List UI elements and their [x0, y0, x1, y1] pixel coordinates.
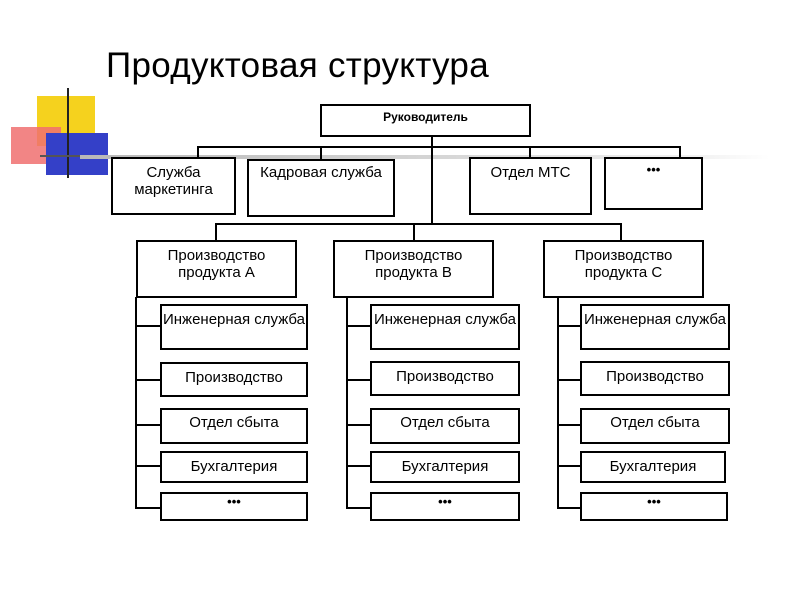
page-title: Продуктовая структура: [106, 46, 489, 85]
unit-sales-b: Отдел сбыта: [370, 408, 520, 444]
product-box-c: Производство продукта C: [543, 240, 704, 298]
title-rule: [80, 155, 770, 159]
product-box-b: Производство продукта B: [333, 240, 494, 298]
unit-label: Производство: [606, 368, 704, 385]
more-dots: •••: [227, 494, 241, 509]
unit-more-c: •••: [580, 492, 728, 521]
unit-engineering-a: Инженерная служба: [160, 304, 308, 350]
deco-vertical-line: [67, 88, 69, 178]
unit-label: Производство: [185, 369, 283, 386]
unit-label: Бухгалтерия: [190, 458, 278, 475]
unit-label: Производство: [396, 368, 494, 385]
unit-accounting-b: Бухгалтерия: [370, 451, 520, 483]
product-box-a: Производство продукта A: [136, 240, 297, 298]
root-box: Руководитель: [320, 104, 531, 137]
product-label: Производство продукта A: [167, 247, 266, 281]
department-label: Кадровая служба: [260, 164, 382, 181]
department-box-mts: Отдел МТС: [469, 157, 592, 215]
unit-sales-a: Отдел сбыта: [160, 408, 308, 444]
unit-sales-c: Отдел сбыта: [580, 408, 730, 444]
unit-production-b: Производство: [370, 361, 520, 396]
unit-more-b: •••: [370, 492, 520, 521]
unit-production-a: Производство: [160, 362, 308, 397]
unit-label: Отдел сбыта: [400, 414, 490, 431]
product-label: Производство продукта B: [364, 247, 463, 281]
product-label: Производство продукта C: [574, 247, 673, 281]
root-label: Руководитель: [383, 110, 468, 124]
department-label: Отдел МТС: [490, 164, 571, 181]
more-dots: •••: [646, 162, 661, 177]
unit-accounting-c: Бухгалтерия: [580, 451, 726, 483]
more-dots: •••: [438, 494, 452, 509]
unit-label: Инженерная служба: [373, 311, 517, 328]
more-dots: •••: [647, 494, 661, 509]
unit-more-a: •••: [160, 492, 308, 521]
unit-engineering-c: Инженерная служба: [580, 304, 730, 350]
unit-label: Бухгалтерия: [401, 458, 489, 475]
deco-blue-square: [46, 133, 108, 175]
unit-label: Отдел сбыта: [610, 414, 700, 431]
department-box-marketing: Служба маркетинга: [111, 157, 236, 215]
department-box-hr: Кадровая служба: [247, 159, 395, 217]
deco-horizontal-line: [40, 155, 80, 157]
unit-production-c: Производство: [580, 361, 730, 396]
unit-label: Инженерная служба: [583, 311, 727, 328]
department-label: Служба маркетинга: [134, 164, 213, 198]
unit-label: Отдел сбыта: [189, 414, 279, 431]
unit-accounting-a: Бухгалтерия: [160, 451, 308, 483]
unit-label: Бухгалтерия: [609, 458, 697, 475]
unit-label: Инженерная служба: [162, 311, 306, 328]
unit-engineering-b: Инженерная служба: [370, 304, 520, 350]
department-box-more: •••: [604, 157, 703, 210]
